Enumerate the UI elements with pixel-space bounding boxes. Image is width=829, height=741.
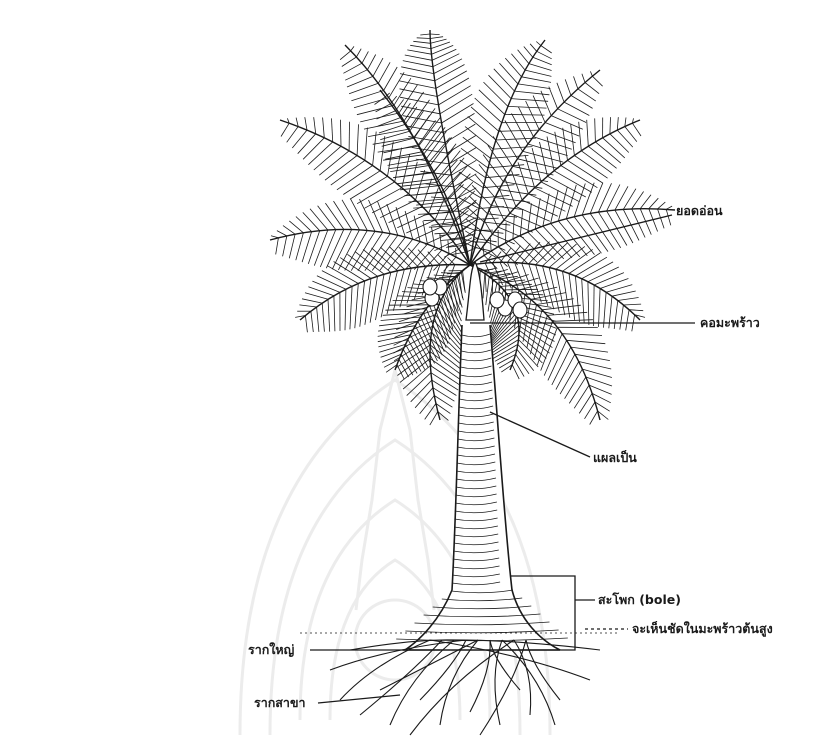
coconut [513, 302, 527, 318]
label-scar: แผลเป็น [593, 452, 637, 465]
frond [465, 70, 603, 265]
leader-scar [490, 412, 590, 457]
label-neck: คอมะพร้าว [700, 317, 760, 330]
frond [270, 199, 470, 271]
label-tall-note: จะเห็นชัดในมะพร้าวต้นสูง [632, 623, 773, 636]
label-branch-root: รากสาขา [254, 697, 306, 710]
label-bole: สะโพก (bole) [598, 594, 681, 607]
coconut [490, 292, 504, 308]
label-shoot: ยอดอ่อน [676, 205, 723, 218]
coconut [423, 279, 437, 295]
root [360, 640, 442, 715]
root [390, 640, 454, 725]
label-main-root: รากใหญ่ [248, 644, 294, 657]
